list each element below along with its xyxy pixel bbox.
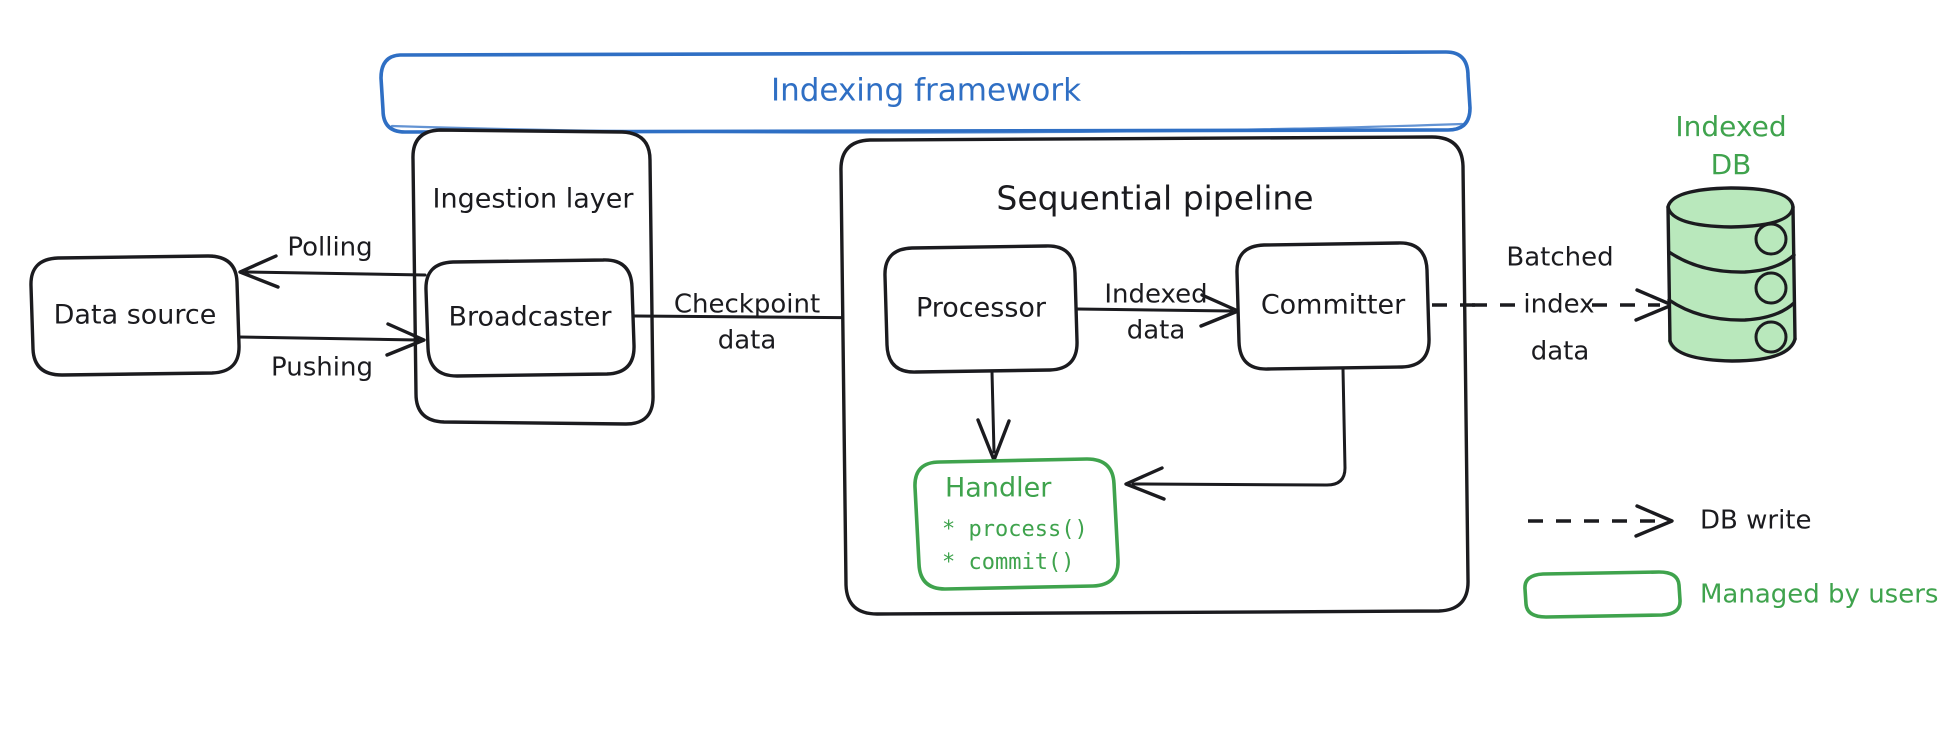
green-box-icon [1523,570,1682,619]
edge-pushing: Pushing [237,322,426,383]
legend-item-db-write: DB write [1528,504,1812,538]
handler-method-commit: * commit() [942,550,1074,575]
batched-index-data-line2: index [1523,290,1594,320]
batched-index-data-line1: Batched [1506,243,1613,273]
handler-node[interactable]: Handler * process() * commit() [913,457,1120,591]
db-indicator-circle-1 [1754,222,1788,256]
polling-label: Polling [287,233,372,263]
handler-title: Handler [945,473,1052,504]
indexed-data-label-line2: data [1127,316,1186,346]
indexed-data-label-line1: Indexed [1104,280,1207,310]
processor-node[interactable]: Processor [883,244,1079,374]
legend-label-db-write: DB write [1700,506,1812,536]
indexed-db-label-line1: Indexed [1675,110,1786,143]
processor-label: Processor [916,293,1047,324]
batched-index-data-line3: data [1531,337,1590,367]
checkpoint-data-label-line1: Checkpoint [674,290,820,320]
data-source-node[interactable]: Data source [29,254,241,377]
edge-committer-to-handler [1124,367,1347,501]
checkpoint-data-label-line2: data [718,326,777,356]
committer-label: Committer [1261,290,1406,321]
db-indicator-circle-2 [1754,271,1788,305]
indexing-framework-label: Indexing framework [771,73,1081,109]
ingestion-layer-label: Ingestion layer [433,184,635,215]
edge-checkpoint-data: Checkpoint data [632,290,896,356]
edge-polling: Polling [238,233,427,289]
broadcaster-node[interactable]: Broadcaster [424,258,636,378]
legend-label-managed-by-users: Managed by users [1700,580,1938,610]
edge-batched-index-data: Batched index data [1432,243,1674,367]
committer-node[interactable]: Committer [1235,241,1431,371]
data-source-label: Data source [54,300,217,331]
sequential-pipeline-label: Sequential pipeline [996,179,1313,218]
edge-indexed-data: Indexed data [1075,280,1240,346]
indexing-framework-banner[interactable]: Indexing framework [379,50,1472,134]
indexed-db-label-line2: DB [1711,148,1752,181]
pushing-label: Pushing [271,353,373,383]
legend-item-managed-by-users: Managed by users [1523,570,1938,619]
db-indicator-circle-3 [1754,320,1788,354]
legend: DB write Managed by users [1523,504,1938,619]
broadcaster-label: Broadcaster [449,302,613,333]
handler-method-process: * process() [942,517,1088,542]
indexed-db-node[interactable]: Indexed DB [1666,110,1797,363]
